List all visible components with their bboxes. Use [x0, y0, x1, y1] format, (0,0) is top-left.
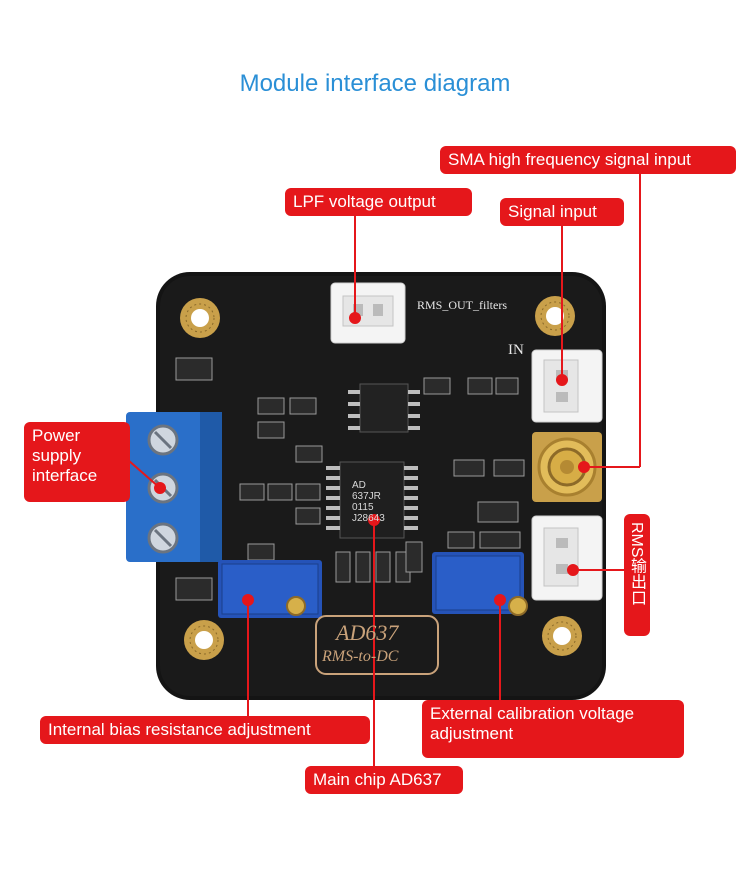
- chip-line-1: AD: [352, 480, 366, 491]
- lpf-connector: [330, 282, 406, 344]
- label-lpf-output: LPF voltage output: [285, 188, 472, 216]
- sma-connector: [532, 432, 602, 502]
- silkscreen-box: [315, 615, 439, 675]
- chip-line-3: 0115: [352, 502, 374, 513]
- mounting-hole-tl: [180, 298, 220, 338]
- smd-components: [175, 357, 525, 601]
- leader-lines: [127, 170, 641, 766]
- label-sma-input: SMA high frequency signal input: [440, 146, 736, 174]
- silk-in: IN: [508, 342, 524, 358]
- page-title: Module interface diagram: [239, 70, 511, 97]
- silk-rms-to-dc: RMS-to-DC: [322, 648, 399, 665]
- silk-ad637: AD637: [336, 620, 399, 645]
- label-rms-out: RMS输出口: [624, 514, 650, 636]
- rms-out-connector: [531, 515, 603, 601]
- trimpot-right: [432, 552, 528, 616]
- power-terminal: [126, 412, 222, 562]
- label-internal-bias: Internal bias resistance adjustment: [40, 716, 370, 744]
- label-power-supply: Power supply interface: [24, 422, 130, 502]
- chip-line-4: J28643: [352, 513, 385, 524]
- mounting-hole-br: [542, 616, 582, 656]
- silk-rms-out-filters: RMS_OUT_filters: [417, 298, 507, 312]
- chip-marking: AD 637JR 0115 J28643: [352, 480, 385, 524]
- trimpot-left: [218, 560, 322, 618]
- label-signal-input: Signal input: [500, 198, 624, 226]
- mounting-hole-bl: [184, 620, 224, 660]
- signal-input-connector: [531, 349, 603, 423]
- label-external-calibration: External calibration voltage adjustment: [422, 700, 684, 758]
- small-ic: [348, 383, 420, 433]
- mounting-hole-tr: [535, 296, 575, 336]
- label-main-chip: Main chip AD637: [305, 766, 463, 794]
- chip-line-2: 637JR: [352, 491, 381, 502]
